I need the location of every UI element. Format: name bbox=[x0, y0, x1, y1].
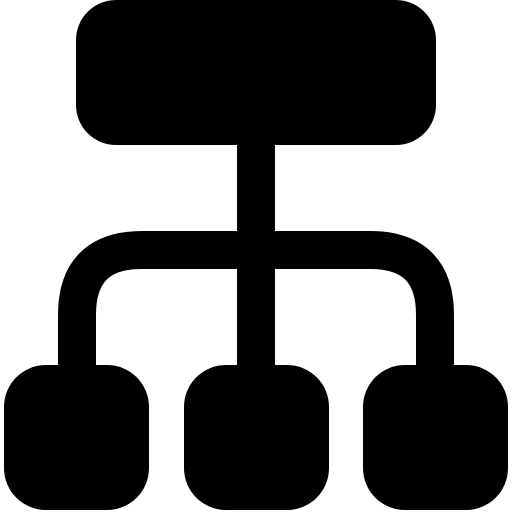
parent-node bbox=[76, 0, 436, 145]
child-node-right bbox=[363, 365, 508, 510]
child-node-left bbox=[4, 365, 149, 510]
right-branch bbox=[256, 231, 454, 380]
connector-lines bbox=[58, 140, 454, 380]
left-branch bbox=[58, 231, 256, 380]
child-node-center bbox=[184, 365, 329, 510]
